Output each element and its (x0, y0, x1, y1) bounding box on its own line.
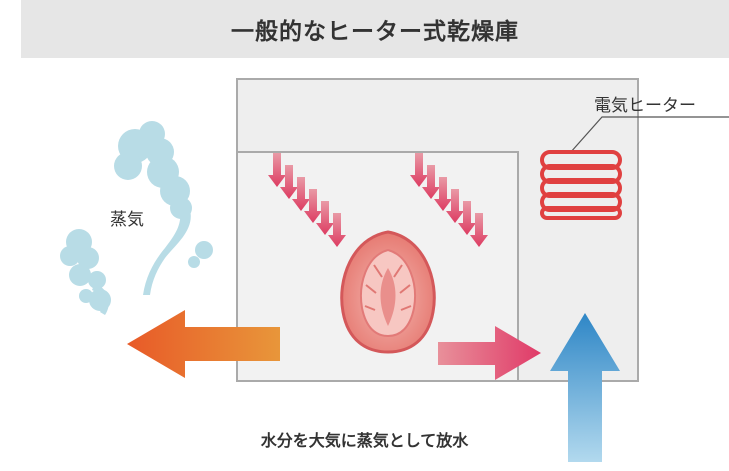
heater-leader-line (569, 116, 729, 154)
heated-air-arrow (438, 326, 541, 380)
steam-label: 蒸気 (110, 210, 144, 230)
electric-heater-label: 電気ヒーター (594, 96, 696, 116)
caption: 水分を大気に蒸気として放水 (260, 431, 469, 450)
exhaust-arrow (127, 310, 280, 378)
intake-air-arrow (550, 313, 620, 462)
strawberry-icon (340, 230, 436, 354)
heat-arrows-left (268, 153, 346, 247)
page-title: 一般的なヒーター式乾燥庫 (231, 19, 519, 45)
steam-cloud-icon (60, 121, 213, 315)
heat-arrows-right (410, 153, 488, 247)
heater-coil-icon (540, 150, 622, 220)
title-bar: 一般的なヒーター式乾燥庫 (21, 0, 729, 58)
